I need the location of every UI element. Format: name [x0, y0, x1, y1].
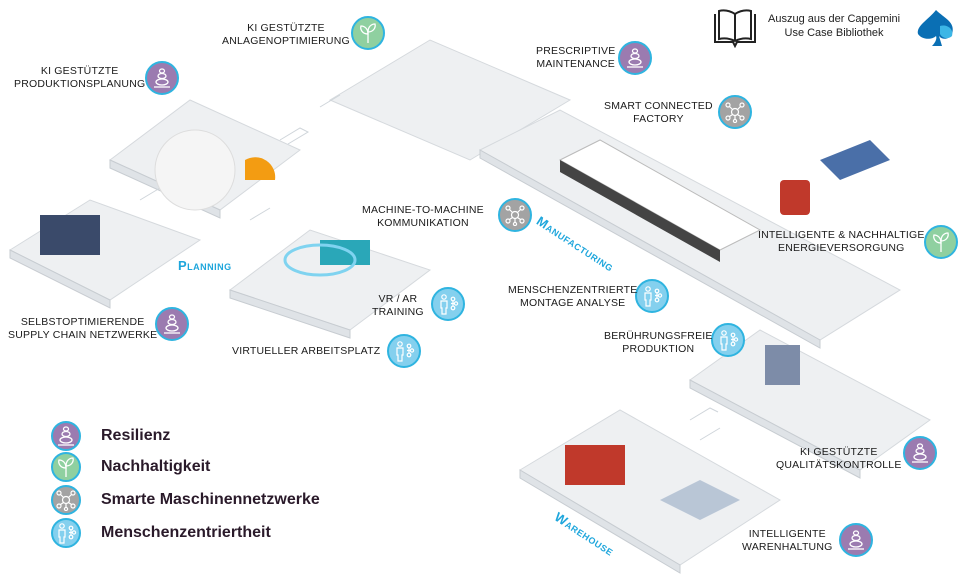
open-book-icon — [714, 9, 756, 48]
stacked-stones-icon — [154, 68, 170, 88]
use-case-line-1: KI GESTÜTZTE — [247, 22, 325, 34]
use-case-line-1: MACHINE-TO-MACHINE — [362, 204, 484, 216]
resilience-category-badge — [155, 307, 189, 341]
use-case-line-2: ANLAGENOPTIMIERUNG — [222, 35, 350, 47]
network-icon — [725, 102, 745, 123]
use-case-line-1: INTELLIGENTE & NACHHALTIGE — [758, 229, 925, 241]
source-line-2: Use Case Bibliothek — [784, 27, 884, 39]
networks-category-badge — [498, 198, 532, 232]
network-icon — [56, 490, 76, 511]
legend-person-network-icon — [51, 518, 81, 548]
stacked-stones-icon — [912, 443, 928, 463]
use-case-line-1: KI GESTÜTZTE — [799, 446, 878, 458]
capgemini-spade-logo — [917, 10, 953, 46]
platform-warehouse — [519, 409, 781, 566]
person-network-icon — [58, 523, 77, 544]
resilience-category-badge — [145, 61, 179, 95]
use-case-line-2: TRAINING — [372, 306, 424, 318]
stacked-stones-icon — [58, 426, 74, 446]
human-category-badge — [431, 287, 465, 321]
network-icon — [505, 205, 525, 226]
use-case-line-2: KOMMUNIKATION — [377, 217, 469, 229]
plant-icon — [933, 232, 949, 252]
plant-icon — [58, 457, 74, 477]
use-case-line-1: KI GESTÜTZTE — [40, 65, 119, 77]
use-case-line-2: PRODUKTIONSPLANUNG — [14, 78, 146, 90]
source-line-1: Auszug aus der Capgemini — [768, 13, 901, 25]
source-note: Auszug aus der Capgemini Use Case Biblio… — [768, 12, 900, 40]
plant-icon — [360, 23, 376, 43]
use-case-line-2: FACTORY — [633, 113, 684, 125]
legend-network-icon — [51, 485, 81, 515]
stacked-stones-icon — [848, 530, 864, 550]
sustainability-category-badge — [351, 16, 385, 50]
use-case-line-2: MAINTENANCE — [536, 58, 616, 70]
stacked-stones-icon — [627, 48, 643, 68]
legend-label: Nachhaltigkeit — [101, 458, 211, 475]
legend-label: Smarte Maschinennetzwerke — [101, 491, 320, 508]
person-network-icon — [396, 341, 415, 362]
use-case-line-2: SUPPLY CHAIN NETZWERKE — [8, 329, 158, 341]
use-case-line-1: PRESCRIPTIVE — [536, 45, 616, 57]
human-category-badge — [635, 279, 669, 313]
legend-stacked-stones-icon — [51, 421, 81, 451]
resilience-category-badge — [903, 436, 937, 470]
use-case-label: VIRTUELLER ARBEITSPLATZ — [232, 345, 380, 358]
human-category-badge — [387, 334, 421, 368]
use-case-line-2: PRODUKTION — [622, 343, 695, 355]
use-case-line-1: SMART CONNECTED — [604, 100, 713, 112]
use-case-line-1: SELBSTOPTIMIERENDE — [20, 316, 145, 328]
section-planning: Planning — [178, 258, 232, 273]
use-case-line-1: INTELLIGENTE — [748, 528, 826, 540]
use-case-line-1: VIRTUELLER ARBEITSPLATZ — [232, 345, 381, 357]
legend-label: Menschenzentriertheit — [101, 524, 271, 541]
platform-supply-chain — [8, 199, 202, 301]
stacked-stones-icon — [164, 314, 180, 334]
machinery — [40, 129, 890, 520]
person-network-icon — [440, 294, 459, 315]
sustainability-category-badge — [924, 225, 958, 259]
resilience-category-badge — [839, 523, 873, 557]
legend-label: Resilienz — [101, 427, 171, 444]
use-case-line-2: WARENHALTUNG — [742, 541, 833, 553]
platform-optimization — [328, 39, 572, 161]
legend-plant-icon — [51, 452, 81, 482]
use-case-line-2: QUALITÄTSKONTROLLE — [776, 459, 902, 471]
use-case-line-2: MONTAGE ANALYSE — [520, 297, 626, 309]
use-case-line-1: VR / AR — [378, 293, 418, 305]
networks-category-badge — [718, 95, 752, 129]
human-category-badge — [711, 323, 745, 357]
use-case-line-1: BERÜHRUNGSFREIE — [604, 330, 713, 342]
person-network-icon — [644, 286, 663, 307]
use-case-line-1: MENSCHENZENTRIERTE — [508, 284, 638, 296]
person-network-icon — [720, 330, 739, 351]
resilience-category-badge — [618, 41, 652, 75]
use-case-line-2: ENERGIEVERSORGUNG — [778, 242, 905, 254]
